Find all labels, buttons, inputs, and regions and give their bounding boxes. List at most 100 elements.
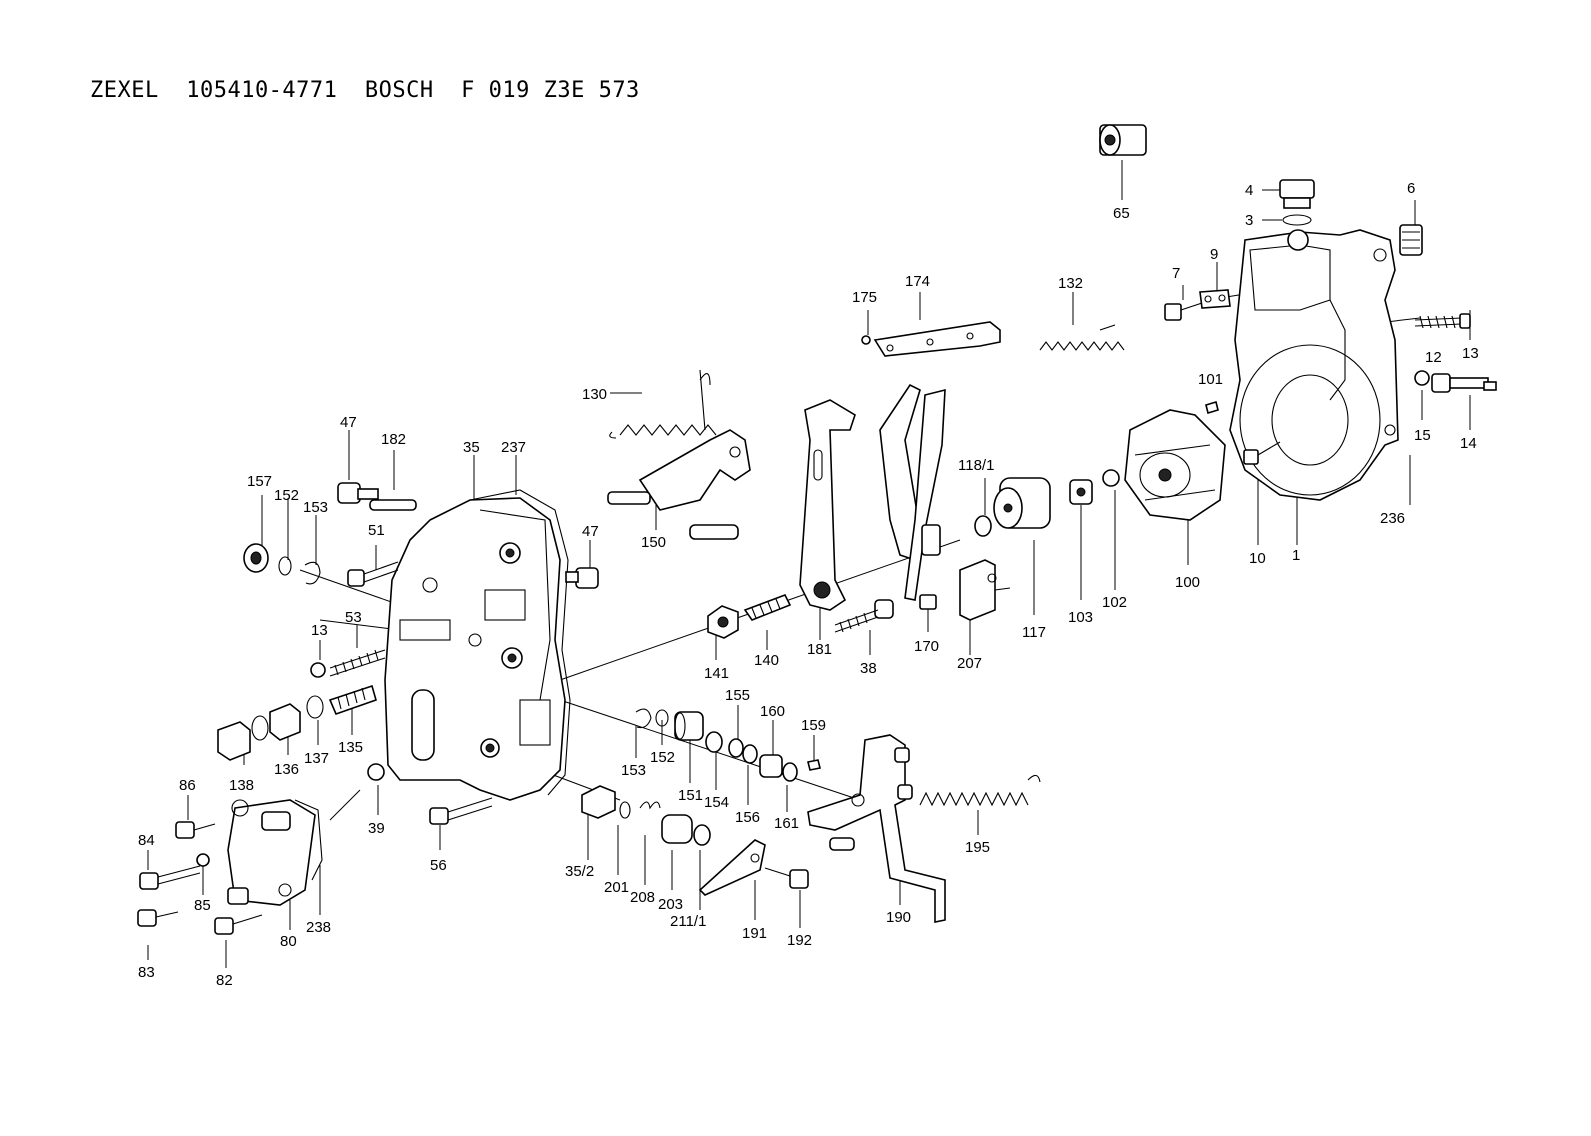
part-153-clip-lower — [635, 708, 652, 729]
part-132-spring — [1039, 324, 1125, 351]
label-150: 150 — [641, 534, 666, 551]
label-56: 56 — [430, 857, 447, 874]
part-238-gasket — [294, 799, 323, 881]
label-152-lower: 152 — [650, 749, 675, 766]
part-155-washer — [728, 738, 744, 758]
label-151: 151 — [678, 787, 703, 804]
label-136: 136 — [274, 761, 299, 778]
label-10: 10 — [1249, 550, 1266, 567]
label-208: 208 — [630, 889, 655, 906]
part-118-1-washer — [974, 515, 992, 537]
part-151-bushing — [674, 711, 704, 741]
label-4: 4 — [1245, 182, 1253, 199]
part-82-bolt — [214, 887, 263, 935]
label-181: 181 — [807, 641, 832, 658]
part-117-drum — [993, 477, 1051, 529]
label-6: 6 — [1407, 180, 1415, 197]
label-135: 135 — [338, 739, 363, 756]
part-191-plate — [698, 839, 766, 896]
label-195: 195 — [965, 839, 990, 856]
part-10-bolt — [1243, 441, 1281, 465]
label-153-left: 153 — [303, 499, 328, 516]
part-13-screw-right — [1414, 313, 1471, 329]
label-236: 236 — [1380, 510, 1405, 527]
part-153-clip-left — [304, 561, 321, 585]
part-190-lever — [807, 734, 946, 923]
label-174: 174 — [905, 273, 930, 290]
label-118-1: 118/1 — [958, 457, 994, 474]
part-175-pin — [861, 335, 871, 345]
part-9-plate — [1199, 289, 1231, 309]
part-192-bolt — [764, 867, 809, 889]
part-174-link-plate — [873, 321, 1001, 357]
label-141: 141 — [704, 665, 729, 682]
label-137: 137 — [304, 750, 329, 767]
label-3: 3 — [1245, 212, 1253, 229]
part-102-ring — [1102, 469, 1120, 487]
part-1-housing — [1229, 229, 1399, 501]
label-160: 160 — [760, 703, 785, 720]
callout-labels: 65 4 3 6 7 9 13 12 15 14 101 236 10 1 10… — [138, 180, 1479, 989]
part-13-nut-left — [310, 662, 326, 678]
part-156-washer — [742, 744, 758, 764]
label-9: 9 — [1210, 246, 1218, 263]
label-238: 238 — [306, 919, 331, 936]
part-35-2-plug — [581, 785, 616, 819]
label-51: 51 — [368, 522, 385, 539]
part-152-ring-left — [278, 556, 292, 576]
label-153-lower: 153 — [621, 762, 646, 779]
label-170: 170 — [914, 638, 939, 655]
label-12: 12 — [1425, 349, 1442, 366]
part-12-washer — [1414, 370, 1430, 386]
part-47-bolt-top — [337, 482, 379, 504]
part-140-adjuster — [743, 593, 792, 621]
part-100-flyweight — [1124, 409, 1226, 521]
part-170-linkage — [879, 383, 946, 610]
part-237-gasket — [469, 489, 571, 796]
part-56-bolt — [429, 797, 493, 825]
part-203-piston — [661, 814, 693, 844]
part-4-plug — [1279, 179, 1315, 209]
label-237: 237 — [501, 439, 526, 456]
label-83: 83 — [138, 964, 155, 981]
label-175: 175 — [852, 289, 877, 306]
label-132: 132 — [1058, 275, 1083, 292]
part-195-spring — [919, 774, 1041, 807]
part-138-cap-nut — [217, 721, 251, 761]
part-14-bolt — [1431, 373, 1497, 393]
part-3-oring — [1282, 214, 1312, 226]
label-39: 39 — [368, 820, 385, 837]
label-207: 207 — [957, 655, 982, 672]
part-80-bracket — [227, 799, 316, 906]
part-208-spring — [639, 801, 661, 810]
part-201-oring — [619, 801, 631, 819]
part-136-washer — [251, 715, 269, 741]
label-203: 203 — [658, 896, 683, 913]
label-156: 156 — [735, 809, 760, 826]
part-103-nut — [1069, 479, 1093, 505]
label-80: 80 — [280, 933, 297, 950]
label-192: 192 — [787, 932, 812, 949]
label-103: 103 — [1068, 609, 1093, 626]
part-152-ring-lower — [655, 709, 669, 727]
part-39-nut — [367, 763, 385, 781]
label-117: 117 — [1022, 624, 1046, 641]
part-182-pin — [369, 499, 417, 511]
label-190: 190 — [886, 909, 911, 926]
part-136-nut — [269, 703, 301, 741]
part-181-lever-arm — [799, 399, 856, 611]
part-101-key — [1205, 400, 1219, 415]
part-154-washer — [705, 731, 723, 753]
part-85-washer — [196, 853, 210, 867]
label-35: 35 — [463, 439, 480, 456]
label-159: 159 — [801, 717, 826, 734]
label-53: 53 — [345, 609, 362, 626]
part-38-bolt — [834, 599, 894, 633]
part-207-block — [959, 559, 1011, 621]
part-47-bolt-right — [565, 567, 599, 589]
label-84: 84 — [138, 832, 155, 849]
part-161-ring — [782, 762, 798, 782]
label-130: 130 — [582, 386, 607, 403]
label-102: 102 — [1102, 594, 1127, 611]
